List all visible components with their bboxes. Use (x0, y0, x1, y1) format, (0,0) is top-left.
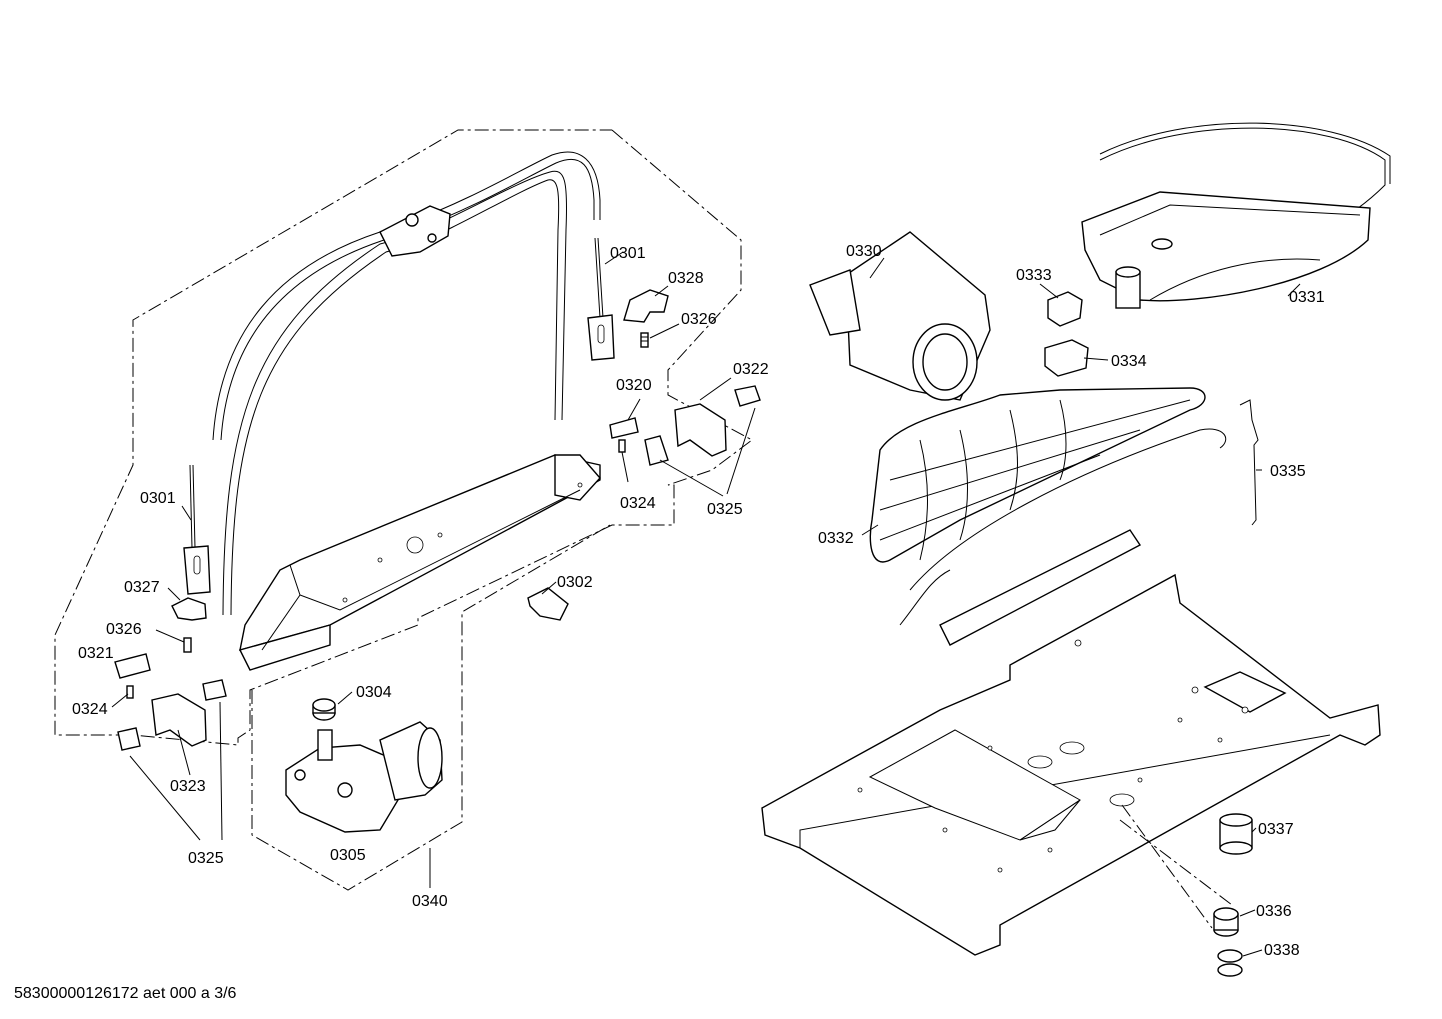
label-0333: 0333 (1016, 267, 1052, 284)
callout-labels: 0301 0328 0326 0322 0320 0324 0325 0301 … (72, 243, 1325, 959)
leader-lines-left (111, 251, 756, 888)
clip-0328 (623, 289, 669, 323)
leader-lines-right (861, 257, 1301, 957)
main-frame-rail (238, 454, 601, 671)
label-0340: 0340 (412, 893, 448, 910)
micro-switch-0325-lower-b (117, 727, 141, 751)
switch-holder-0325-upper (644, 403, 727, 466)
spring-0324-lower (126, 685, 134, 699)
motor-0305 (285, 721, 443, 833)
cover-0320 (609, 417, 639, 439)
spring-0326-upper (640, 332, 649, 348)
label-0302: 0302 (557, 574, 593, 591)
base-plate (761, 573, 1381, 956)
hose-assembly (212, 151, 601, 616)
connector-0333 (1047, 291, 1083, 327)
spring-rod-0301-upper (587, 237, 615, 361)
label-0330: 0330 (846, 243, 882, 260)
label-0337: 0337 (1258, 821, 1294, 838)
label-0327: 0327 (124, 579, 160, 596)
label-0324-upper: 0324 (620, 495, 656, 512)
label-0301-upper: 0301 (610, 245, 646, 262)
spring-0326-lower (183, 637, 192, 653)
label-0326-upper: 0326 (681, 311, 717, 328)
micro-switch-0325-lower-a (202, 679, 227, 701)
label-0321: 0321 (78, 645, 114, 662)
plug-0336 (1213, 907, 1239, 937)
switch-0334 (1044, 339, 1089, 377)
label-0338: 0338 (1264, 942, 1300, 959)
document-footer-id: 58300000126172 aet 000 a 3/6 (14, 985, 237, 1002)
cylinder-0337 (1219, 813, 1253, 855)
cover-0321 (114, 653, 151, 679)
label-0323: 0323 (170, 778, 206, 795)
micro-switch-0322 (734, 385, 761, 407)
label-0304: 0304 (356, 684, 392, 701)
label-0336: 0336 (1256, 903, 1292, 920)
label-0325-upper: 0325 (707, 501, 743, 518)
label-0334: 0334 (1111, 353, 1147, 370)
label-0328: 0328 (668, 270, 704, 287)
label-0320: 0320 (616, 377, 652, 394)
seal-0338 (1217, 949, 1243, 977)
label-0324-lower: 0324 (72, 701, 108, 718)
drip-tray-0331 (1081, 122, 1391, 309)
left-assembly-boundary (54, 129, 753, 891)
switch-holder-0323 (151, 693, 207, 747)
label-0305: 0305 (330, 847, 366, 864)
label-0331: 0331 (1289, 289, 1325, 306)
clip-0327 (171, 597, 207, 621)
gear-0304 (312, 698, 336, 721)
label-0322: 0322 (733, 361, 769, 378)
label-0335: 0335 (1270, 463, 1306, 480)
wire-hook-0335 (1239, 399, 1259, 526)
spring-0324-upper (618, 439, 626, 453)
latch-0302 (527, 587, 569, 621)
label-0325-lower: 0325 (188, 850, 224, 867)
label-0301-lower: 0301 (140, 490, 176, 507)
label-0332: 0332 (818, 530, 854, 547)
fan-housing-0330 (809, 231, 991, 401)
spring-rod-0301-lower (183, 464, 211, 595)
label-0326-lower: 0326 (106, 621, 142, 638)
air-duct-0332 (869, 387, 1227, 646)
